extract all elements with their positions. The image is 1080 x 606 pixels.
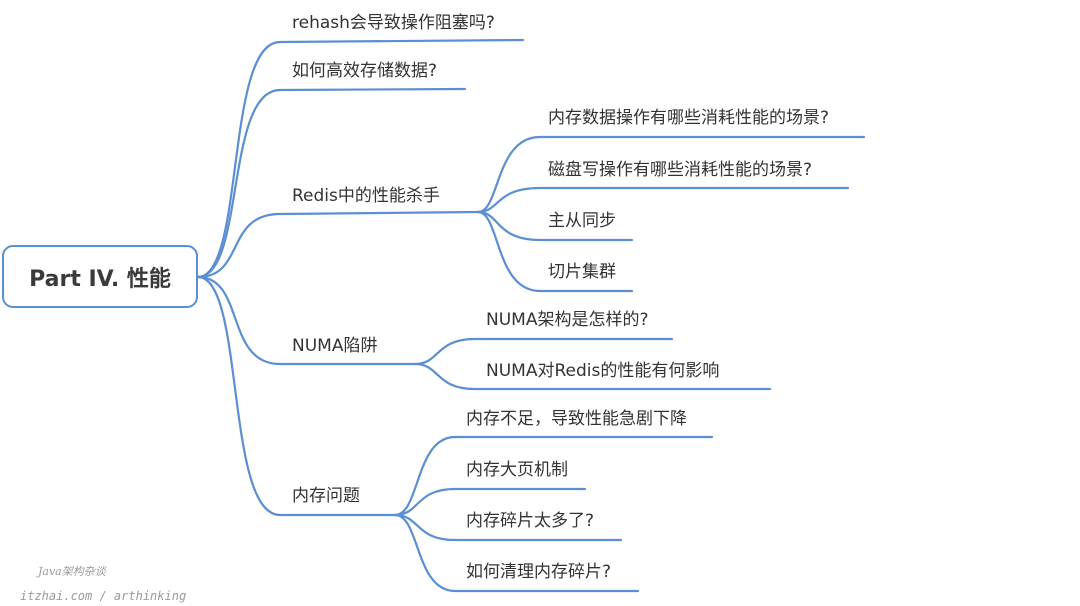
root-label: Part IV. 性能	[29, 266, 171, 292]
connector-numa	[196, 275, 417, 366]
connector-numa-2	[413, 362, 772, 391]
subtopic-memory-3[interactable]: 内存碎片太多了?	[466, 511, 595, 531]
topic-storage[interactable]: 如何高效存储数据?	[292, 61, 438, 81]
connector-memory-4	[393, 513, 640, 593]
topic-rehash[interactable]: rehash会导致操作阻塞吗?	[292, 13, 495, 33]
subtopic-killers-4[interactable]: 切片集群	[548, 262, 616, 282]
subtopic-killers-1[interactable]: 内存数据操作有哪些消耗性能的场景?	[548, 108, 830, 128]
watermark-url: itzhai.com / arthinking	[20, 589, 187, 603]
watermark-title: Java架构杂谈	[38, 565, 106, 578]
connector-storage	[196, 87, 467, 279]
subtopic-numa-1[interactable]: NUMA架构是怎样的?	[486, 310, 649, 330]
subtopic-killers-2[interactable]: 磁盘写操作有哪些消耗性能的场景?	[548, 160, 813, 180]
topic-numa[interactable]: NUMA陷阱	[292, 336, 378, 356]
connector-memory-1	[393, 435, 714, 517]
connector-memory-3	[393, 513, 623, 542]
topic-killers[interactable]: Redis中的性能杀手	[292, 186, 440, 206]
root-node[interactable]: Part IV. 性能	[2, 245, 198, 308]
subtopic-memory-1[interactable]: 内存不足，导致性能急剧下降	[466, 409, 687, 429]
connector-killers-3	[476, 210, 634, 242]
subtopic-memory-4[interactable]: 如何清理内存碎片?	[466, 562, 612, 582]
connector-memory	[196, 275, 397, 517]
connector-killers-1	[476, 135, 866, 214]
connector-numa-1	[413, 337, 674, 366]
subtopic-memory-2[interactable]: 内存大页机制	[466, 460, 568, 480]
connector-killers	[196, 210, 480, 279]
connector-memory-2	[393, 487, 587, 517]
connector-rehash	[196, 38, 525, 279]
connector-killers-2	[476, 186, 850, 214]
topic-memory[interactable]: 内存问题	[292, 486, 360, 506]
subtopic-numa-2[interactable]: NUMA对Redis的性能有何影响	[486, 361, 720, 381]
subtopic-killers-3[interactable]: 主从同步	[548, 211, 616, 231]
connector-killers-4	[476, 210, 634, 293]
